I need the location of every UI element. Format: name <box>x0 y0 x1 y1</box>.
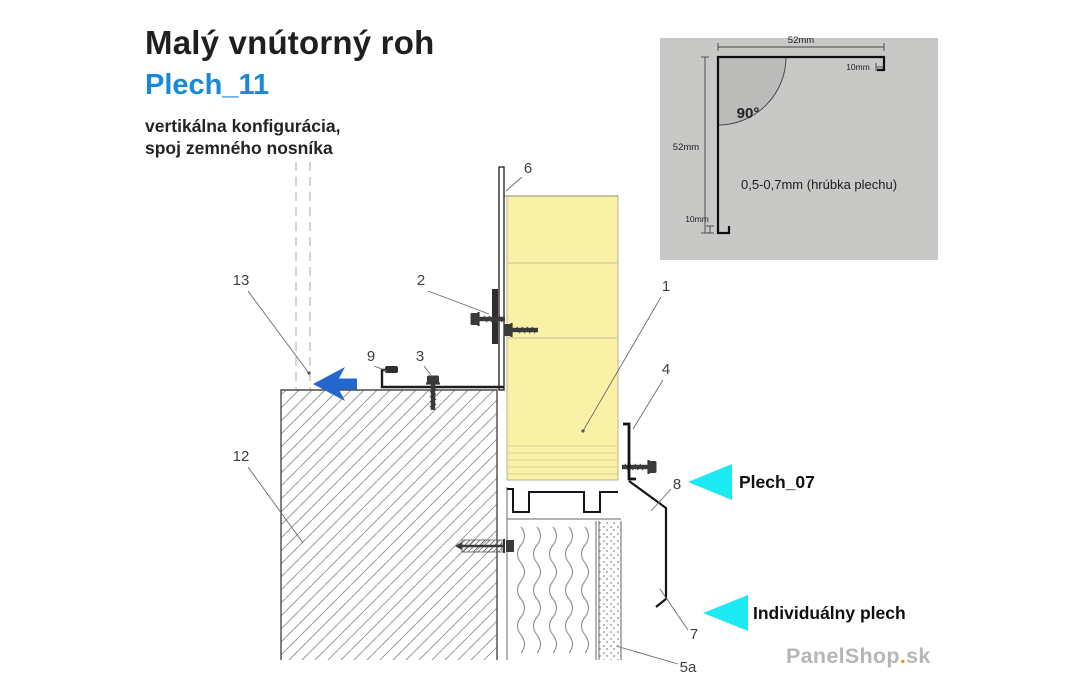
callout-5a: 5a <box>680 659 697 676</box>
thickness-note: 0,5-0,7mm (hrúbka plechu) <box>741 177 897 192</box>
callout-3: 3 <box>416 348 424 365</box>
configuration-description: vertikálna konfigurácia, spoj zemného no… <box>145 115 575 160</box>
callout-6: 6 <box>524 160 532 177</box>
blue-pointer-arrow-icon <box>313 367 357 401</box>
corner-detail-inset: 52mm 10mm 90° 52mm 10mm 0,5-0,7mm (hrúbk… <box>660 35 938 260</box>
lower-assembly <box>506 487 622 660</box>
watermark-tld: sk <box>906 644 931 668</box>
callout-numbers: 6 13 2 9 3 1 4 8 12 7 5a <box>233 160 699 676</box>
inset-background <box>660 38 938 260</box>
panel-joints <box>508 262 617 339</box>
dim-bottom-label: 10mm <box>685 214 709 224</box>
dim-top-right-label: 10mm <box>846 62 870 72</box>
header: Malý vnútorný roh Plech_11 vertikálna ko… <box>145 24 575 160</box>
label-individualny-plech: Individuálny plech <box>753 603 906 623</box>
callout-7: 7 <box>690 626 698 643</box>
page-title: Malý vnútorný roh <box>145 24 435 61</box>
config-line-1: vertikálna konfigurácia, <box>145 116 341 136</box>
watermark-dot: . <box>899 644 907 668</box>
profile-code: Plech_11 <box>145 69 270 101</box>
plech-07-arrow-icon <box>688 464 732 500</box>
sandwich-panel <box>504 195 619 481</box>
assembly-borders <box>506 487 622 660</box>
dim-top-label: 52mm <box>788 35 814 46</box>
bottom-rail-profile <box>507 488 618 513</box>
edge-profile-4 <box>623 422 636 481</box>
angle-sector <box>718 57 786 125</box>
callout-1: 1 <box>662 278 670 295</box>
leader-lines <box>247 176 689 665</box>
callout-12: 12 <box>233 448 250 465</box>
sheet-profile-outline <box>716 55 886 235</box>
config-line-2: spoj zemného nosníka <box>145 138 333 159</box>
dim-left-label: 52mm <box>673 142 699 153</box>
upper-wall-outline <box>295 162 311 389</box>
panel-screw-right <box>621 458 658 476</box>
individual-flashing-sheet <box>628 480 668 608</box>
insulation-waves <box>516 526 590 654</box>
angle-label: 90° <box>737 105 760 122</box>
angle-arc <box>717 56 787 126</box>
callout-2: 2 <box>417 272 425 289</box>
wall-plug-anchor <box>455 539 514 553</box>
fixing-bracket <box>492 289 498 344</box>
callout-8: 8 <box>673 476 681 493</box>
callout-13: 13 <box>233 272 250 289</box>
individualny-plech-arrow-icon <box>703 595 748 631</box>
watermark: PanelShop.sk <box>786 644 931 669</box>
panel-striations <box>508 445 617 475</box>
sealing-clip <box>385 366 398 373</box>
plech-11-sheet <box>380 166 505 391</box>
concrete-wall <box>280 389 498 660</box>
watermark-brand: PanelShop <box>786 644 900 668</box>
plaster-layer <box>599 521 621 660</box>
callout-9: 9 <box>367 348 375 365</box>
fasteners <box>424 289 658 553</box>
label-plech-07: Plech_07 <box>739 472 815 492</box>
callout-4: 4 <box>662 361 670 378</box>
